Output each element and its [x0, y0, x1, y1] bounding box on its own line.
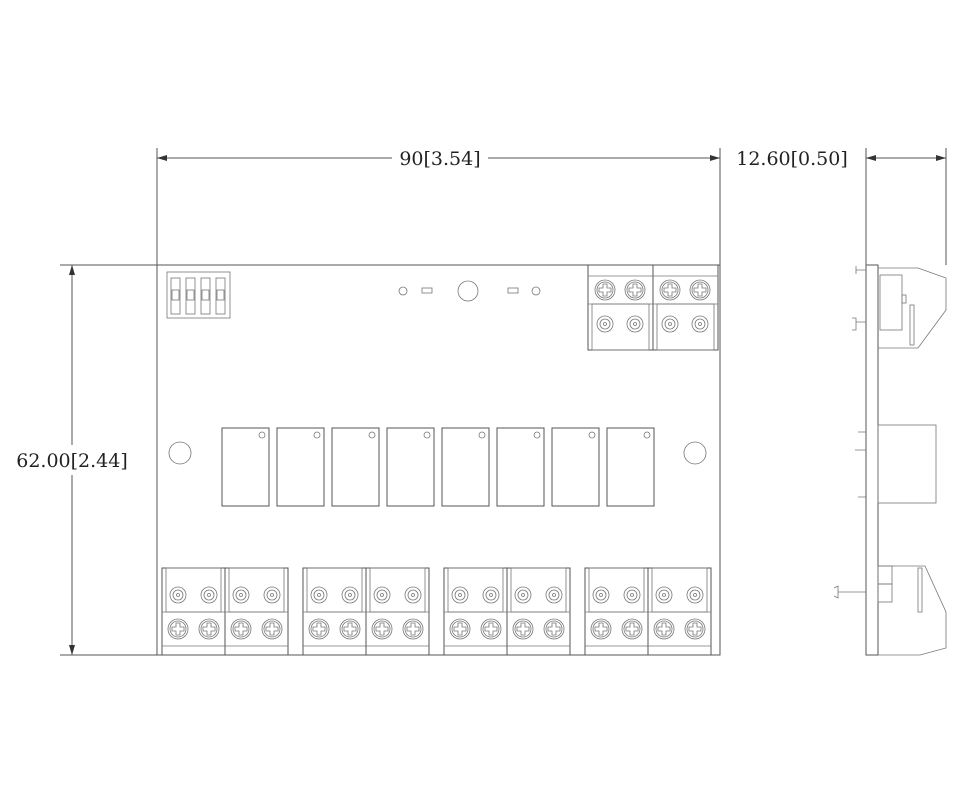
cross-screw — [230, 618, 252, 640]
resistor-left — [421, 287, 433, 294]
terminal-block — [647, 567, 712, 656]
terminal-block — [443, 567, 508, 656]
terminal-block — [302, 567, 367, 656]
thickness-dimension-label: 12.60[0.50] — [736, 148, 848, 170]
relay — [386, 427, 435, 507]
side-bottom-terminal — [878, 565, 947, 656]
dip-switch — [166, 271, 231, 319]
terminal-block — [652, 264, 719, 351]
wire-entry — [691, 315, 709, 333]
wire-entry — [451, 586, 469, 604]
relay — [496, 427, 545, 507]
cross-screw — [261, 618, 283, 640]
wire-entry — [404, 586, 422, 604]
relay — [441, 427, 490, 507]
terminal-block — [587, 264, 654, 351]
wire-entry — [686, 586, 704, 604]
cross-screw — [449, 618, 471, 640]
cross-screw — [684, 618, 706, 640]
relay — [276, 427, 325, 507]
dip-switch-position — [185, 277, 196, 315]
relay — [551, 427, 600, 507]
width-dimension: 90[3.54] — [156, 148, 721, 265]
cross-screw — [621, 618, 643, 640]
wire-entry — [310, 586, 328, 604]
cross-screw — [371, 618, 393, 640]
cross-screw — [167, 618, 189, 640]
cross-screw — [339, 618, 361, 640]
cross-screw — [198, 618, 220, 640]
dip-switch-position — [200, 277, 211, 315]
side-top-terminal — [878, 267, 947, 349]
cross-screw — [308, 618, 330, 640]
side-relay — [877, 424, 937, 504]
mounting-hole-right — [683, 441, 707, 465]
wire-entry — [626, 315, 644, 333]
wire-entry — [623, 586, 641, 604]
led-left — [398, 286, 408, 296]
terminal-block — [365, 567, 430, 656]
side-pcb — [865, 264, 879, 656]
wire-entry — [482, 586, 500, 604]
cross-screw — [512, 618, 534, 640]
dip-switch-position — [170, 277, 181, 315]
cross-screw — [689, 279, 711, 301]
relay — [221, 427, 270, 507]
cross-screw — [653, 618, 675, 640]
terminal-block — [584, 567, 649, 656]
wire-entry — [545, 586, 563, 604]
cross-screw — [480, 618, 502, 640]
indicator-components — [398, 280, 541, 302]
relay-row — [221, 427, 655, 507]
cross-screw — [659, 279, 681, 301]
wire-entry — [232, 586, 250, 604]
pcb-outline — [156, 264, 721, 656]
wire-entry — [341, 586, 359, 604]
wire-entry — [596, 315, 614, 333]
height-dimension-label: 62.00[2.44] — [16, 450, 128, 472]
top-terminal-blocks — [587, 264, 719, 351]
thickness-dimension: 12.60[0.50] — [736, 148, 947, 265]
mounting-hole-left — [168, 441, 192, 465]
cross-screw — [594, 279, 616, 301]
wire-entry — [373, 586, 391, 604]
side-view — [833, 264, 947, 656]
cross-screw — [543, 618, 565, 640]
terminal-block — [224, 567, 289, 656]
wire-entry — [655, 586, 673, 604]
resistor-right — [507, 287, 519, 294]
terminal-block — [161, 567, 226, 656]
bottom-terminal-blocks — [161, 567, 712, 656]
width-dimension-label: 90[3.54] — [399, 148, 480, 170]
wire-entry — [200, 586, 218, 604]
height-dimension: 62.00[2.44] — [5, 264, 157, 656]
dip-switch-position — [215, 277, 226, 315]
led-right — [531, 286, 541, 296]
wire-entry — [661, 315, 679, 333]
wire-entry — [263, 586, 281, 604]
cross-screw — [402, 618, 424, 640]
cross-screw — [590, 618, 612, 640]
wire-entry — [592, 586, 610, 604]
relay — [331, 427, 380, 507]
buzzer — [457, 280, 479, 302]
terminal-block — [506, 567, 571, 656]
wire-entry — [169, 586, 187, 604]
cross-screw — [624, 279, 646, 301]
wire-entry — [514, 586, 532, 604]
relay — [606, 427, 655, 507]
